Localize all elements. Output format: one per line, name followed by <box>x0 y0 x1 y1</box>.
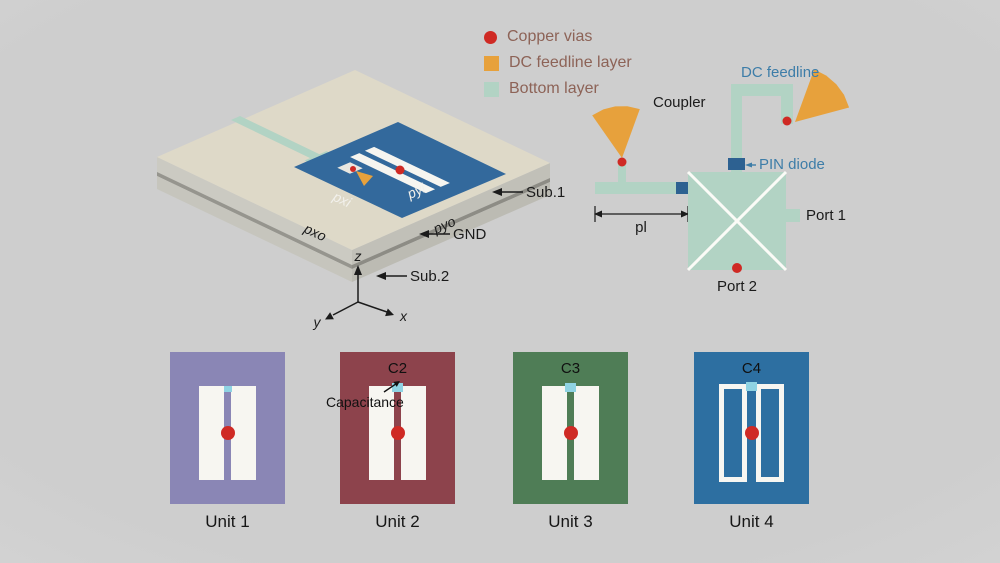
feed-via-icon <box>350 166 356 172</box>
unit-2-capacitor-icon <box>392 383 403 392</box>
patch-slot-left <box>364 146 450 187</box>
sub2-side-right <box>352 182 550 282</box>
y-axis-arrowhead-icon <box>325 312 334 320</box>
unit-3-slot-right <box>574 386 599 480</box>
gnd-arrowhead-icon <box>419 230 429 238</box>
legend-row-copper-vias: Copper vias <box>484 28 632 46</box>
pxi-label: pxi <box>330 188 355 211</box>
unit-1: Unit 1 <box>170 352 285 531</box>
sub1-side-right <box>352 163 550 265</box>
patch-slot-right <box>350 153 436 194</box>
legend-row-bottom-layer: Bottom layer <box>484 80 632 98</box>
pl-arrowhead-left-icon <box>594 210 602 218</box>
dc-feedline-legend-icon <box>484 55 499 71</box>
unit-1-copper-via-icon <box>220 426 235 440</box>
unit-1-slot-left <box>199 386 224 480</box>
unit-2-slot-left <box>369 386 394 480</box>
pin-diode-left-icon <box>676 182 688 194</box>
unit-1-slot-right <box>231 386 256 480</box>
copper-via-legend-icon <box>484 30 497 44</box>
port2-label: Port 2 <box>717 278 757 295</box>
x-axis-label: x <box>399 308 408 324</box>
unit-3: C3 Unit 3 <box>513 352 628 531</box>
coupler-fan-icon <box>592 106 640 158</box>
unit-4-capacitor-icon <box>746 382 757 391</box>
dc-feedline-label: DC feedline <box>741 64 819 81</box>
coupler-connector-trace <box>618 160 626 184</box>
port1-stub <box>786 209 800 222</box>
unit-2-capacitor-label: C2 <box>387 360 408 377</box>
unit-4-label: Unit 4 <box>729 512 774 531</box>
unit-2: C2 Capacitance Unit 2 <box>326 352 455 531</box>
dc-feed-fan-icon <box>356 171 373 186</box>
x-axis-arrowhead-icon <box>385 308 394 317</box>
unit-3-copper-via-icon <box>563 426 578 440</box>
unit-2-slot-right <box>401 386 426 480</box>
capacitance-arrow-icon <box>383 381 400 393</box>
feed-pad <box>337 162 363 174</box>
unit-3-slot-left <box>542 386 567 480</box>
copper-via-icon <box>395 165 405 175</box>
unit-cell-3d-view: pxi pyi pxo pyo Sub.1 GND Sub.2 z x y <box>157 70 565 330</box>
port2-via-icon <box>732 263 742 273</box>
x-axis <box>357 301 388 313</box>
crossover-diagonal-2 <box>686 170 788 272</box>
unit-4-slot-left <box>719 384 747 482</box>
unit-4-patch: C4 <box>694 352 809 504</box>
dc-feedline-layer-label: DC feedline layer <box>509 54 632 71</box>
sub2-side-left <box>157 176 352 282</box>
y-axis-label: y <box>313 314 322 330</box>
pyi-label: pyi <box>404 179 429 202</box>
unit-4-capacitor-label: C4 <box>741 360 762 377</box>
bottom-layer-legend-icon <box>484 81 499 97</box>
unit-3-capacitor-icon <box>565 383 576 392</box>
unit-2-patch: C2 Capacitance <box>326 352 455 504</box>
unit-1-patch <box>170 352 285 504</box>
gnd-side-left <box>157 172 352 269</box>
unit-1-capacitor-icon <box>223 386 232 392</box>
gnd-side-right <box>352 178 550 269</box>
sub2-label: Sub.2 <box>410 268 449 285</box>
pin-diode-pointer-arrowhead-icon <box>745 162 752 168</box>
unit-4: C4 Unit 4 <box>694 352 809 531</box>
pin-diode-label: PIN diode <box>759 156 825 173</box>
pl-arrowhead-right-icon <box>681 210 689 218</box>
sub1-arrowhead-icon <box>492 188 502 196</box>
coupler-via-icon <box>617 157 627 167</box>
legend: Copper vias DC feedline layer Bottom lay… <box>484 28 632 98</box>
dc-feed-via-icon <box>782 116 792 126</box>
sub2-arrowhead-icon <box>376 272 386 280</box>
dc-feed-drop-trace <box>781 84 793 124</box>
gnd-label: GND <box>453 226 487 243</box>
dc-feedline-fan-icon <box>795 69 850 122</box>
dc-feed-vertical-trace <box>731 88 742 172</box>
sub1-side-left <box>157 157 352 265</box>
pin-diode-top-icon <box>728 158 745 170</box>
input-trace <box>595 182 688 194</box>
z-axis-arrowhead-icon <box>354 265 362 275</box>
legend-row-dc-feedline: DC feedline layer <box>484 54 632 72</box>
y-axis <box>332 301 359 316</box>
z-axis-label: z <box>354 248 362 264</box>
copper-vias-label: Copper vias <box>507 28 593 45</box>
sub1-label: Sub.1 <box>526 184 565 201</box>
unit-3-capacitor-label: C3 <box>560 360 581 377</box>
capacitance-annotation: Capacitance <box>326 394 404 410</box>
unit-2-copper-via-icon <box>390 426 405 440</box>
coupler-label: Coupler <box>653 94 706 111</box>
dc-feed-horizontal-trace <box>731 84 793 96</box>
unit-2-label: Unit 2 <box>375 512 420 531</box>
bottom-layer-label: Bottom layer <box>509 80 599 97</box>
port1-label: Port 1 <box>806 207 846 224</box>
unit-4-slot-right <box>756 384 784 482</box>
unit-4-copper-via-icon <box>744 426 759 440</box>
unit-3-label: Unit 3 <box>548 512 593 531</box>
pl-label: pl <box>635 219 647 236</box>
unit-3-patch: C3 <box>513 352 628 504</box>
feed-circuit-diagram: pl Coupler DC feedline PIN diode Port 1 … <box>592 64 850 295</box>
unit-1-label: Unit 1 <box>205 512 250 531</box>
